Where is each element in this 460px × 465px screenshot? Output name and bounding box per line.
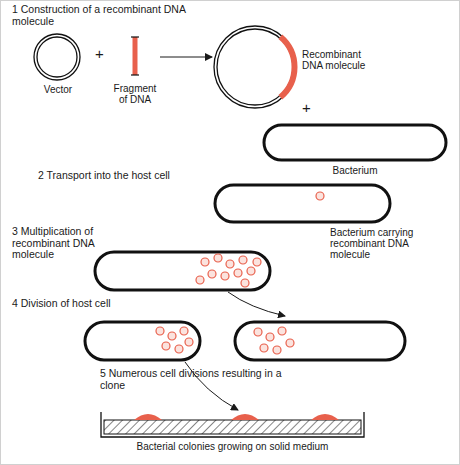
node-label: Recombinant DNA molecule	[302, 49, 374, 71]
node-label: Bacterial colonies growing on solid medi…	[100, 441, 365, 452]
step-caption: 3 Multiplication of recombinant DNA mole…	[12, 226, 117, 261]
recombinant-plasmid: Recombinant DNA molecule	[212, 25, 372, 110]
daughter-bacterium	[235, 322, 405, 360]
daughter-bacterium	[85, 322, 200, 360]
plus-sign: +	[95, 46, 111, 61]
bacterium-outline	[213, 183, 445, 255]
plus-sign: +	[302, 100, 318, 115]
step-caption: 2 Transport into the host cell	[38, 170, 213, 182]
dividing-bacterium	[95, 252, 270, 290]
vector-plasmid: Vector	[30, 32, 86, 100]
step-caption: 1 Construction of a recombinant DNA mole…	[12, 4, 187, 27]
bacterium: Bacterium	[262, 123, 448, 179]
arrow	[228, 292, 285, 316]
node-label: Fragment of DNA	[110, 83, 160, 105]
dna-fragment: Fragment of DNA	[110, 33, 160, 108]
node-label: Bacterium carrying recombinant DNA molec…	[330, 227, 445, 260]
culture-dish-outline	[100, 408, 365, 464]
step-caption: 4 Division of host cell	[12, 298, 172, 310]
culture-dish: Bacterial colonies growing on solid medi…	[100, 408, 365, 464]
node-label: Vector	[30, 84, 86, 95]
node-label: Bacterium	[262, 165, 448, 176]
step-caption: 5 Numerous cell divisions resulting in a…	[100, 368, 285, 391]
arrow	[160, 57, 212, 58]
bacterium: Bacterium carrying recombinant DNA molec…	[213, 183, 445, 255]
